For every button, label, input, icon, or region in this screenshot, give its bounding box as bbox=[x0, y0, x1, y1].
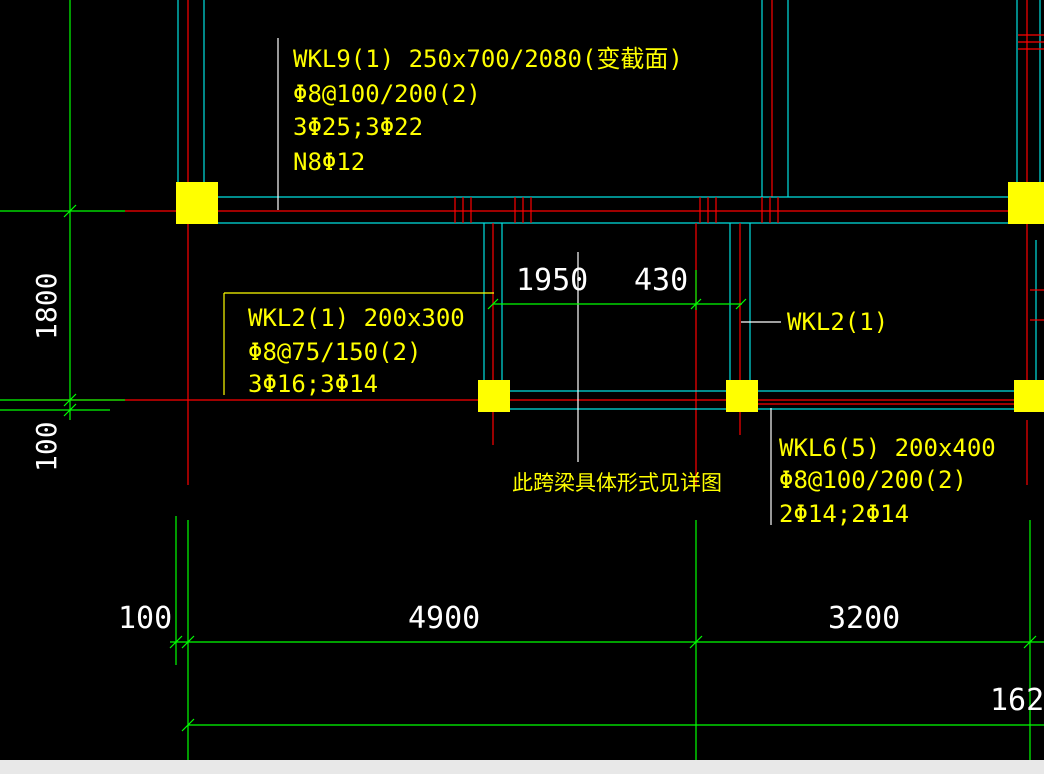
dim-100-bottom: 100 bbox=[118, 601, 172, 636]
dim-1800-vertical: 1800 bbox=[30, 273, 63, 340]
right-edge-lines bbox=[1026, 223, 1044, 485]
column-top-right[interactable] bbox=[1008, 182, 1044, 224]
wkl2-left-line-2: Φ8@75/150(2) bbox=[248, 338, 421, 366]
wkl9-line-3: 3Φ25;3Φ22 bbox=[293, 113, 423, 141]
beam-wkl6-horizontal bbox=[20, 390, 1044, 410]
detail-note[interactable]: 此跨梁具体形式见详图 bbox=[512, 471, 722, 495]
dim-1950: 1950 bbox=[516, 263, 588, 298]
column-mid-right[interactable] bbox=[726, 380, 758, 412]
dim-3200: 3200 bbox=[828, 601, 900, 636]
wkl2-left-line-1: WKL2(1) 200x300 bbox=[248, 304, 465, 332]
label-wkl9[interactable]: WKL9(1) 250x700/2080(变截面) Φ8@100/200(2) … bbox=[293, 45, 683, 176]
dim-1620: 1620 bbox=[990, 683, 1044, 718]
column-top-left[interactable] bbox=[176, 182, 218, 224]
label-wkl6[interactable]: WKL6(5) 200x400 Φ8@100/200(2) 2Φ14;2Φ14 bbox=[779, 434, 996, 528]
dim-430: 430 bbox=[634, 263, 688, 298]
beam-wkl9-horizontal bbox=[125, 196, 1044, 224]
status-bar bbox=[0, 760, 1044, 774]
wkl6-line-3: 2Φ14;2Φ14 bbox=[779, 500, 909, 528]
label-wkl2-right[interactable]: WKL2(1) bbox=[787, 308, 888, 336]
wkl9-line-1: WKL9(1) 250x700/2080(变截面) bbox=[293, 45, 683, 73]
dim-4900: 4900 bbox=[408, 601, 480, 636]
upper-vertical-beams bbox=[177, 0, 1044, 197]
columns bbox=[176, 182, 1044, 412]
leaders bbox=[223, 38, 781, 525]
wkl9-line-2: Φ8@100/200(2) bbox=[293, 80, 481, 108]
dim-100-vertical: 100 bbox=[30, 421, 63, 472]
wkl2-right-line-1: WKL2(1) bbox=[787, 308, 888, 336]
column-right[interactable] bbox=[1014, 380, 1044, 412]
wkl6-line-2: Φ8@100/200(2) bbox=[779, 466, 967, 494]
wkl6-line-1: WKL6(5) 200x400 bbox=[779, 434, 996, 462]
wkl9-line-4: N8Φ12 bbox=[293, 148, 365, 176]
wkl2-left-line-3: 3Φ16;3Φ14 bbox=[248, 370, 378, 398]
column-mid-left[interactable] bbox=[478, 380, 510, 412]
label-wkl2-left[interactable]: WKL2(1) 200x300 Φ8@75/150(2) 3Φ16;3Φ14 bbox=[248, 304, 465, 398]
